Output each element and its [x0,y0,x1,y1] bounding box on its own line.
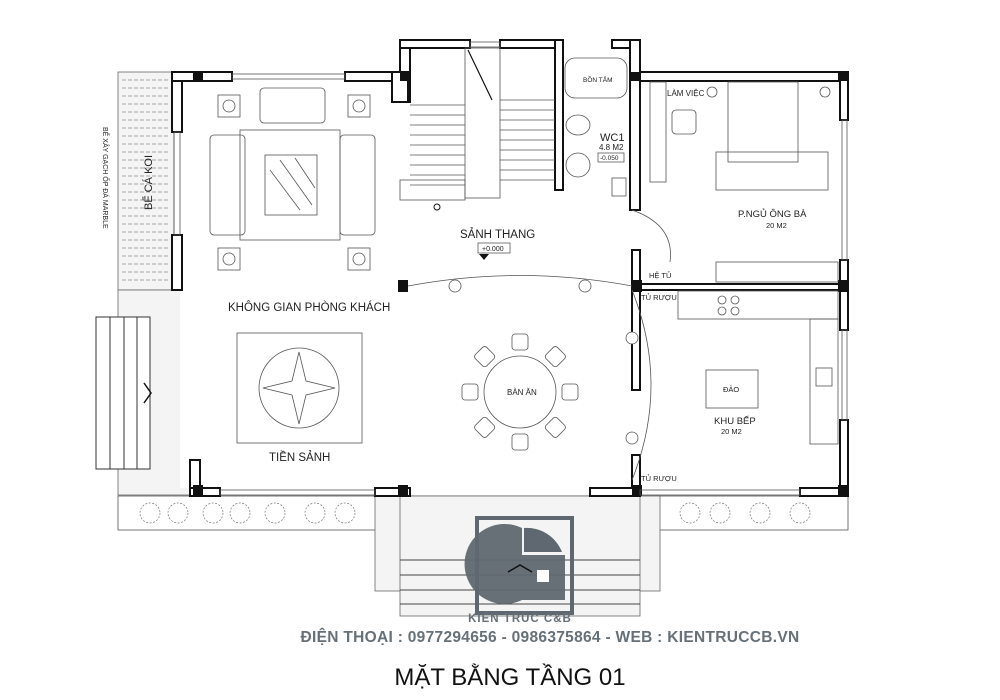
foyer-label: TIỀN SẢNH [269,451,330,464]
study-label: LÀM VIỆC [667,89,705,98]
wine-cabinet-label: TỦ RƯỢU [641,474,677,483]
wc-area-label: 4.8 M2 [599,143,624,152]
drawing-title: MẶT BẰNG TẦNG 01 [394,664,626,691]
bedroom-furniture [631,81,839,283]
dining-chair [561,383,579,401]
staircase [399,47,555,211]
plant [334,502,356,524]
bedroom-area-label: 20 M2 [766,221,787,230]
windows [173,41,848,496]
stair-level-label: +0.000 [482,246,504,253]
stair-break [467,49,493,101]
dining-chair [544,416,566,438]
dining-chair [474,346,496,368]
stair-hall-label: SẢNH THANG [460,228,535,241]
brand-name: KIẾN TRÚC C&B [468,613,572,625]
stair-landing [399,179,466,201]
koi-pond-label: BỂ CÁ KOI [142,155,155,210]
stair-marker [433,203,441,211]
kitchen-name-label: KHU BẾP [714,416,756,427]
plant [229,502,251,524]
side-steps [95,316,152,470]
wine-cabinet-label: TỦ RƯỢU [641,293,677,302]
kitchen-area-label: 20 M2 [721,427,742,436]
dining-table-label: BÀN ĂN [507,388,537,397]
dining-chair [474,416,496,438]
living-label: KHÔNG GIAN PHÒNG KHÁCH [228,301,390,314]
wc-name-label: WC1 [600,132,624,144]
koi-pond [117,71,175,291]
room-labels: KHÔNG GIAN PHÒNG KHÁCH TIỀN SẢNH SẢNH TH… [101,74,807,483]
plant [202,502,224,524]
dining-chair [511,433,529,451]
bedroom-name-label: P.NGỦ ÔNG BÀ [738,208,807,220]
dining-area [407,275,652,481]
dining-chair [461,383,479,401]
koi-note-label: BỂ XÂY GẠCH ỐP ĐÁ MARBLE [101,127,111,229]
living-furniture [209,87,376,444]
wardrobe-label: HỆ TỦ [649,271,671,280]
dining-chair [544,346,566,368]
wc-fixtures [564,57,628,197]
plants [139,502,811,524]
wc-level-label: -0.050 [600,155,619,162]
plant [167,502,189,524]
dining-chair [511,333,529,351]
plant [709,502,731,524]
plant [139,502,161,524]
bathtub-label: BỒN TẮM [583,74,613,84]
walls [171,39,849,497]
plant [264,502,286,524]
kitchen-furniture [677,290,839,445]
plant [304,502,326,524]
stair-well [464,47,501,199]
plant [679,502,701,524]
island-label: ĐẢO [723,385,739,394]
plant [789,502,811,524]
plant [749,502,771,524]
contact-info: ĐIỆN THOẠI : 0977294656 - 0986375864 - W… [300,629,800,646]
brand-logo [464,516,574,615]
